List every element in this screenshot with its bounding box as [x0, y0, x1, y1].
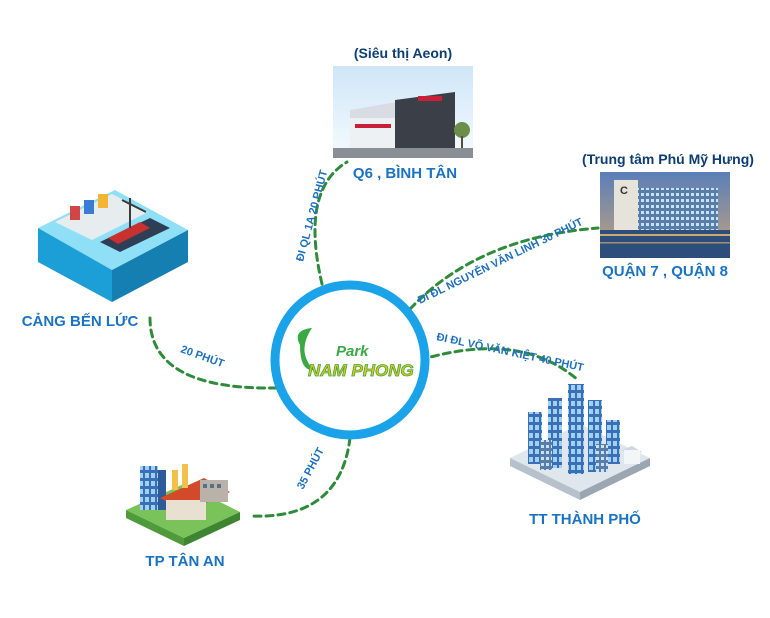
label-city-center: TT THÀNH PHỐ: [529, 510, 641, 528]
hub: Park NAM PHONG: [270, 280, 430, 440]
aeon-mall-photo: [333, 66, 473, 158]
connector-ben-luc: [148, 316, 278, 390]
connector-city-center: [418, 347, 580, 382]
connector-aeon: [313, 160, 349, 286]
hub-ring: [270, 280, 430, 440]
logo-name-text: NAM PHONG: [308, 361, 414, 380]
port-illustration: [38, 190, 188, 302]
caption-phu-my-hung: (Trung tâm Phú Mỹ Hưng): [582, 151, 754, 167]
connector-phu-my-hung: [400, 226, 600, 320]
phu-my-hung-photo: C: [600, 172, 730, 258]
logo-park-text: Park: [336, 343, 369, 360]
logo-swoosh-icon: [297, 328, 314, 371]
label-ben-luc-port: CẢNG BẾN LỨC: [22, 312, 139, 330]
route-label-tan-an: 35 PHÚT: [294, 445, 327, 491]
svg-text:C: C: [620, 185, 628, 197]
label-tan-an: TP TÂN AN: [145, 552, 224, 570]
town-illustration: [126, 464, 240, 546]
label-phu-my-hung: QUẬN 7 , QUẬN 8: [602, 262, 728, 280]
caption-aeon: (Siêu thị Aeon): [354, 45, 452, 61]
route-label-phu-my-hung: ĐI ĐL NGUYỄN VĂN LINH 30 PHÚT: [416, 215, 585, 307]
connector-tan-an: [248, 436, 352, 518]
route-label-aeon: ĐI QL 1A 20 PHÚT: [293, 168, 330, 263]
label-aeon: Q6 , BÌNH TÂN: [353, 164, 457, 182]
connectors: [148, 160, 600, 518]
city-illustration: [510, 384, 650, 500]
route-label-ben-luc: 20 PHÚT: [179, 343, 226, 371]
